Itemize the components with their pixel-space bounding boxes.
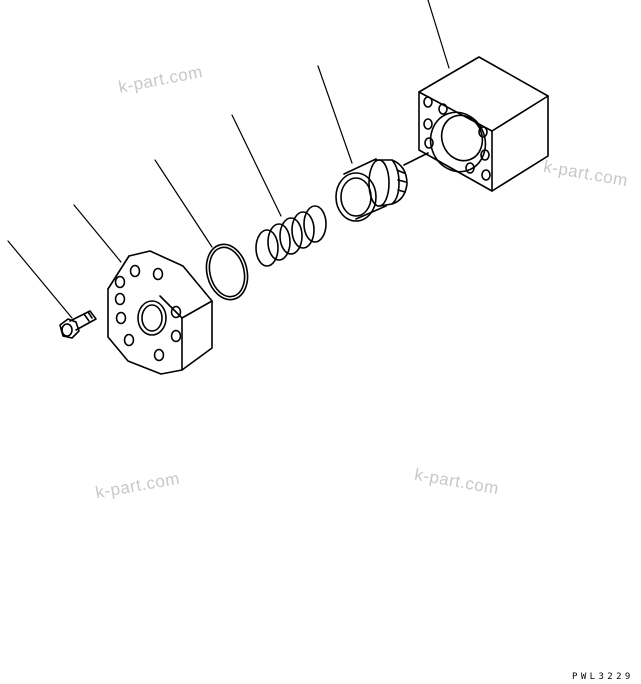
leader-line-bolt: [7, 240, 73, 319]
cartridge-front-face: [335, 172, 377, 222]
leader-line-flange: [73, 204, 122, 263]
drawing-code: PWL3229: [572, 672, 634, 682]
body-bolt-hole: [438, 103, 448, 115]
body-bore: [429, 111, 487, 173]
body-bolt-hole: [481, 169, 491, 181]
valve-cartridge: [335, 152, 429, 222]
flange-bolt-hole: [170, 329, 182, 343]
leader-line-spring: [231, 114, 282, 217]
body-bolt-hole: [480, 149, 490, 161]
leader-lines: [7, 0, 450, 319]
flange-bolt-hole: [152, 267, 164, 281]
flange-bolt-hole: [170, 305, 182, 319]
spring: [255, 205, 327, 267]
flange-bolt-hole: [114, 275, 126, 289]
leader-line-oring: [154, 159, 213, 248]
flange-bolt-hole: [123, 333, 135, 347]
leader-line-cartridge: [317, 65, 353, 164]
cover-flange: [107, 250, 213, 375]
valve-body: [418, 56, 549, 192]
body-bolt-hole: [465, 162, 475, 174]
bolt: [59, 310, 97, 339]
flange-bolt-hole: [129, 264, 141, 278]
flange-bolt-hole: [153, 348, 165, 362]
leader-line-body: [427, 0, 450, 69]
body-bolt-hole: [478, 126, 488, 138]
body-bolt-hole: [423, 96, 433, 108]
body-bolt-hole: [423, 118, 433, 130]
flange-bolt-hole: [115, 311, 127, 325]
flange-bolt-hole: [114, 292, 126, 306]
o-ring: [205, 243, 249, 301]
flange-center-bore: [137, 300, 167, 336]
body-bolt-hole: [424, 137, 434, 149]
